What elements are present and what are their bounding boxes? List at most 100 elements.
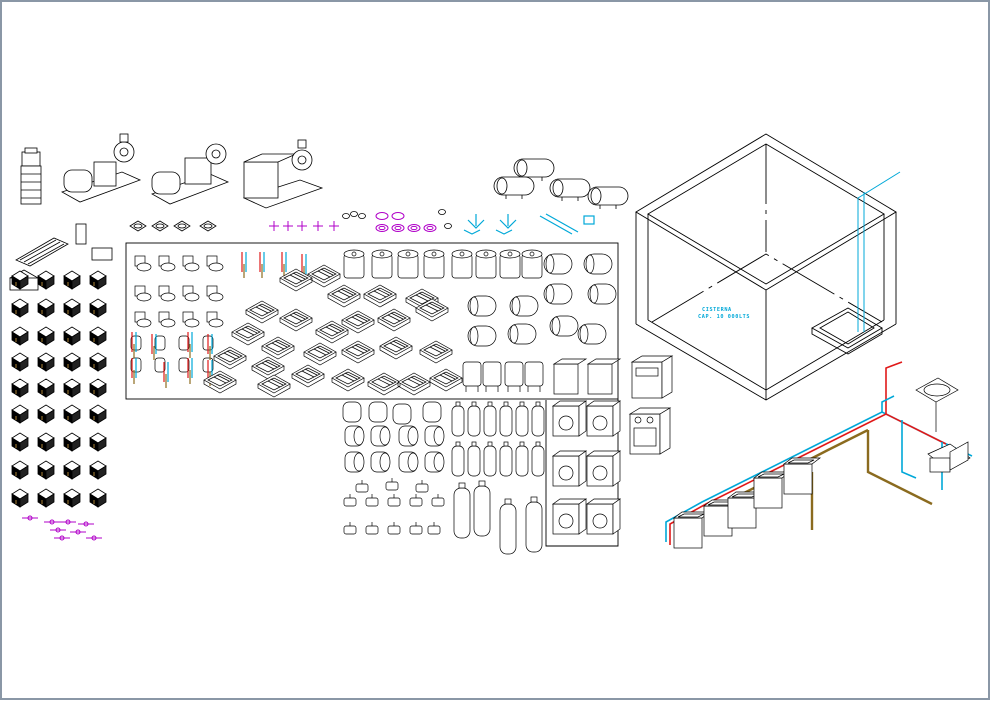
horizontal-tank-icon [543, 283, 573, 305]
sink-tray-icon [363, 284, 397, 308]
fixture-box-icon [89, 460, 107, 480]
toilet-icon [158, 285, 176, 302]
heater-icon [398, 425, 419, 447]
tank-label-line1: CISTERNA [702, 307, 732, 313]
fixture-box-icon [11, 460, 29, 480]
washbasin-icon [915, 377, 959, 432]
urinal-icon [178, 335, 190, 351]
pipe-fitting-icon [391, 224, 405, 232]
water-riser-icon [131, 358, 137, 384]
laundry-fixture-icon [726, 491, 766, 529]
valve-icon [409, 522, 423, 535]
sink-tray-icon [377, 308, 411, 332]
pipe-fitting-icon [375, 212, 405, 220]
water-heater-icon [524, 361, 544, 392]
fixture-box-icon [37, 270, 55, 290]
water-riser-icon [281, 252, 287, 278]
centrifugal-pump-icon [61, 133, 142, 203]
fixture-box-icon [89, 488, 107, 508]
horizontal-tank-icon [543, 253, 573, 275]
sink-tray-icon [341, 310, 375, 334]
gas-cylinder-icon [473, 480, 491, 537]
water-riser-icon [207, 334, 213, 360]
sink-tray-icon [279, 268, 313, 292]
fixture-box-icon [37, 404, 55, 424]
cistern-label: CISTERNA CAP. 10 000LTS [698, 307, 750, 320]
fixture-box-icon [37, 378, 55, 398]
fixture-box-icon [89, 432, 107, 452]
toilet-icon [927, 441, 971, 473]
water-heater-icon [504, 361, 524, 392]
fixture-box-icon [63, 488, 81, 508]
pipe-fitting-icon [350, 211, 358, 217]
sink-tray-icon [429, 368, 463, 392]
fixture-box-icon [63, 460, 81, 480]
fixture-box-icon [89, 270, 107, 290]
valve-icon [387, 494, 401, 507]
heater-icon [422, 401, 442, 423]
vertical-tank-icon [475, 249, 497, 279]
toilet-icon [206, 255, 224, 272]
sink-tray-icon [341, 340, 375, 364]
stoves-group [628, 355, 674, 455]
fixture-box-icon [37, 352, 55, 372]
valve-icon [415, 480, 429, 493]
gas-cylinder-icon [499, 401, 513, 437]
washer-icon [585, 450, 622, 487]
water-riser-icon [131, 332, 137, 358]
fixture-box-icon [11, 352, 29, 372]
vertical-pump-icon [20, 147, 42, 205]
fixture-box-icon [89, 404, 107, 424]
boiler-icon [586, 358, 622, 395]
vertical-tank-icon [451, 249, 473, 279]
toilet-icon [134, 285, 152, 302]
pipe-fitting-icon [22, 515, 38, 521]
fixture-box-icon [37, 432, 55, 452]
horizontal-tank-icon [577, 323, 607, 345]
horizontal-tanks-group [493, 158, 629, 209]
water-riser-icon [163, 362, 169, 388]
sink-tray-icon [415, 298, 449, 322]
heaters-group [342, 401, 445, 535]
urinal-icon [154, 357, 166, 373]
washer-icon [585, 400, 622, 437]
horizontal-tank-icon [493, 176, 535, 199]
pipe-fitting-icon [54, 535, 70, 541]
valve-icon [365, 494, 379, 507]
pipe-fitting-icon [313, 221, 323, 231]
valve-icon [431, 494, 445, 507]
fixture-box-icon [63, 432, 81, 452]
heater-icon [398, 451, 419, 473]
heater-icon [370, 451, 391, 473]
gas-cylinders-group [451, 401, 545, 555]
valve-icon [355, 480, 369, 493]
pump-motor-base-icon [242, 139, 324, 209]
fixture-box-icon [89, 298, 107, 318]
pipe-fitting-icon [438, 209, 446, 215]
magenta-fittings-group [269, 212, 437, 232]
heater-icon [344, 425, 365, 447]
pipe-fitting-icon [50, 527, 66, 533]
water-riser-icon [187, 332, 193, 358]
fixture-box-icon [37, 488, 55, 508]
water-riser-icon [187, 358, 193, 384]
sink-tray-icon [307, 264, 341, 288]
gas-cylinder-icon [525, 496, 543, 553]
pipe-fitting-icon [423, 224, 437, 232]
valve-icon [365, 522, 379, 535]
laundry-fixture-icon [782, 457, 822, 495]
vertical-tank-icon [521, 249, 543, 279]
fixture-box-icon [63, 378, 81, 398]
washer-icon [551, 400, 588, 437]
washer-icon [551, 498, 588, 535]
horizontal-tank-icon [467, 295, 497, 317]
sink-tray-icon [327, 284, 361, 308]
magenta-fittings-bottom [22, 515, 102, 541]
gas-cylinder-icon [499, 441, 513, 477]
pipe-fitting-icon [269, 221, 279, 231]
pipe-fitting-icon [297, 221, 307, 231]
vertical-tank-icon [499, 249, 521, 279]
heater-icon [370, 425, 391, 447]
fixture-box-icon [37, 460, 55, 480]
